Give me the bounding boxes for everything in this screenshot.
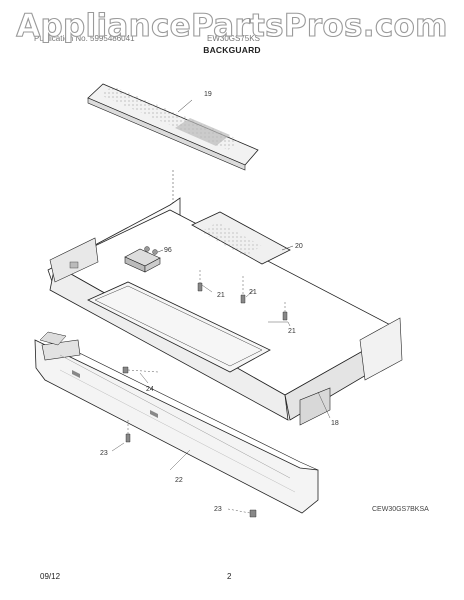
part-96-module xyxy=(124,246,161,273)
part-24-screw xyxy=(122,366,159,384)
callout-96: 96 xyxy=(164,247,172,254)
publication-number: Publication No. 5995486041 xyxy=(34,34,135,43)
part-23-screws xyxy=(111,420,257,518)
callout-21-b: 21 xyxy=(249,289,257,296)
part-22-trim xyxy=(34,331,319,514)
footer-date: 09/12 xyxy=(40,572,61,581)
callout-19: 19 xyxy=(204,91,212,98)
callout-18: 18 xyxy=(331,420,339,427)
watermark: AppliancePartsPros.com xyxy=(16,7,448,44)
callout-23-a: 23 xyxy=(100,450,108,457)
page-number: 2 xyxy=(227,572,232,581)
part-21-screws xyxy=(197,270,291,327)
part-20-plate xyxy=(191,211,291,265)
model-code: CEW30GS7BKSA xyxy=(372,506,429,513)
callout-23-b: 23 xyxy=(214,506,222,513)
callout-21-c: 21 xyxy=(288,328,296,335)
model-number: EW30GS75KS xyxy=(207,34,260,43)
part-19-overlay xyxy=(87,83,259,171)
callout-24: 24 xyxy=(146,386,154,393)
callout-20: 20 xyxy=(295,243,303,250)
section-title: BACKGUARD xyxy=(203,45,261,55)
callout-22: 22 xyxy=(175,477,183,484)
callout-21-a: 21 xyxy=(217,292,225,299)
